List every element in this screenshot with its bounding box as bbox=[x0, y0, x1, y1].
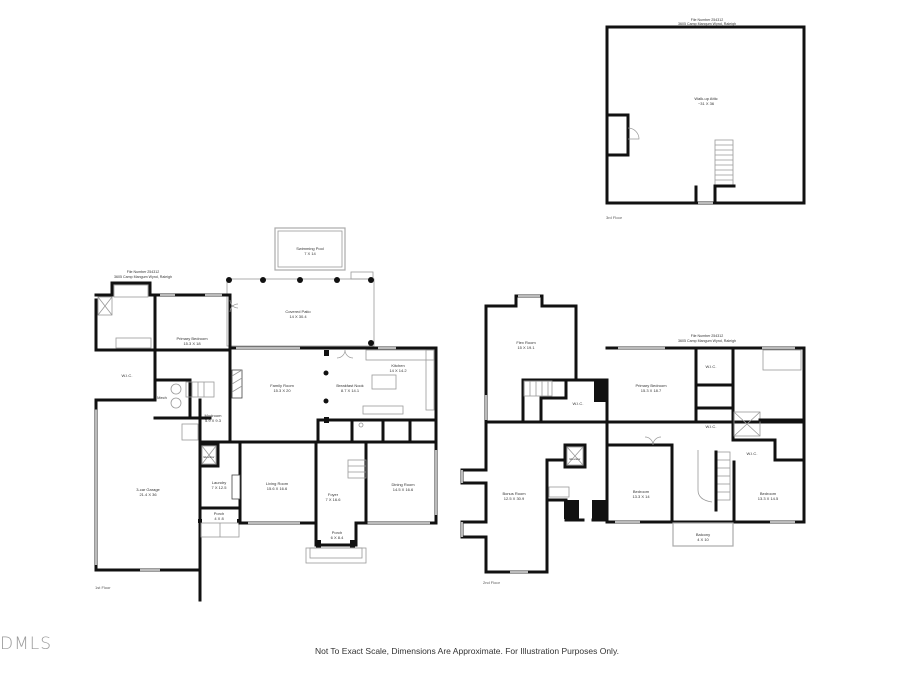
room-label: Flex Room bbox=[516, 340, 536, 345]
attic-closet-door bbox=[627, 127, 640, 140]
room-label: Porch bbox=[214, 511, 224, 516]
front-steps bbox=[305, 547, 367, 564]
room-dims: 8.7 X 14.1 bbox=[341, 388, 360, 393]
swimming-pool-inner bbox=[277, 230, 343, 268]
shower bbox=[97, 296, 113, 316]
room-label: Breakfast Nook bbox=[336, 383, 363, 388]
second-floor-plan: Flex Room 15 X 19.1 W.I.C. Elevator Bonu… bbox=[460, 294, 806, 585]
primary-shower bbox=[733, 411, 761, 437]
kitchen-island bbox=[371, 374, 397, 390]
attic-stair-wall bbox=[713, 184, 736, 205]
room-dims: 14 X 14.2 bbox=[389, 368, 407, 373]
fireplace bbox=[231, 369, 243, 399]
room-label: Bedroom bbox=[633, 489, 650, 494]
attic-stairs bbox=[714, 139, 734, 186]
bathtub bbox=[113, 284, 149, 298]
patio-step bbox=[350, 271, 374, 280]
room-label: Mech bbox=[157, 395, 167, 400]
room-label: W.I.C. bbox=[706, 364, 717, 369]
room-label: Kitchen bbox=[391, 363, 404, 368]
room-dims: 7 X 12.5 bbox=[212, 485, 228, 490]
room-label: Porch bbox=[332, 530, 342, 535]
room-label: Bonus Room bbox=[502, 491, 526, 496]
room-dims: 4 X 8 bbox=[214, 516, 224, 521]
room-label: Elevator bbox=[569, 457, 580, 461]
room-label: Foyer bbox=[328, 492, 339, 497]
second-floor-address: 3605 Camp Mangum Wynd, Raleigh bbox=[678, 339, 736, 343]
kitchen-counter-side bbox=[425, 349, 435, 411]
room-label: Covered Patio bbox=[285, 309, 311, 314]
primary-bathtub bbox=[762, 349, 802, 371]
room-label: Walk-up Attic bbox=[694, 96, 717, 101]
primary-patio-door bbox=[229, 299, 239, 313]
first-floor-address: 3605 Camp Mangum Wynd, Raleigh bbox=[114, 275, 172, 279]
kitchen-counter bbox=[365, 349, 435, 361]
room-label: Family Room bbox=[270, 383, 294, 388]
room-dims: 14.5 X 16.6 bbox=[393, 487, 414, 492]
room-dims: ~31 X 36 bbox=[698, 101, 715, 106]
first-floor-file-number: File Number 254312 bbox=[127, 270, 160, 274]
room-label: Balcony bbox=[696, 532, 710, 537]
room-dims: 6 X 8.4 bbox=[331, 535, 344, 540]
room-label: Primary Bedroom bbox=[635, 383, 667, 388]
room-dims: 7 X 14 bbox=[304, 251, 316, 256]
room-label: W.I.C. bbox=[573, 401, 584, 406]
third-floor-address: 3605 Camp Mangum Wynd, Raleigh bbox=[678, 22, 736, 26]
nook-patio-door bbox=[336, 349, 354, 359]
room-label: Swimming Pool bbox=[296, 246, 324, 251]
second-floor-file-number: File Number 254312 bbox=[691, 334, 724, 338]
room-label: Laundry bbox=[212, 480, 226, 485]
room-label: Mudroom bbox=[205, 413, 223, 418]
balcony bbox=[672, 522, 734, 547]
room-label: W.I.C. bbox=[706, 424, 717, 429]
room-dims: 4 X 10 bbox=[697, 537, 709, 542]
attic-closet bbox=[605, 113, 630, 157]
room-dims: 15.3 X 18 bbox=[183, 341, 201, 346]
room-dims: 13.3 X 14.5 bbox=[758, 496, 779, 501]
room-dims: 14 X 30.4 bbox=[289, 314, 307, 319]
attic-outline bbox=[605, 25, 806, 205]
room-dims: 12.5 X 30.9 bbox=[504, 496, 525, 501]
room-dims: 15.3 X 20 bbox=[273, 388, 291, 393]
foyer-stairs bbox=[347, 459, 367, 479]
room-label: Elevator bbox=[203, 455, 214, 459]
room-label: W.I.C. bbox=[747, 451, 758, 456]
room-label: Primary Bedroom bbox=[176, 336, 208, 341]
first-floor-label: 1st Floor bbox=[95, 585, 111, 590]
room-dims: 13.3 X 14 bbox=[632, 494, 650, 499]
third-floor-label: 3rd Floor bbox=[606, 215, 623, 220]
room-dims: 21.4 X 36 bbox=[139, 492, 157, 497]
third-floor-file-number: File Number 254312 bbox=[691, 18, 724, 22]
room-dims: 5.9 X 9.3 bbox=[205, 418, 222, 423]
room-label: Dining Room bbox=[391, 482, 415, 487]
room-label: Bedroom bbox=[760, 491, 777, 496]
room-dims: 15.3 X 18.7 bbox=[641, 388, 662, 393]
room-label: Living Room bbox=[266, 481, 289, 486]
vanity bbox=[115, 337, 152, 349]
third-floor-plan: File Number 254312 3605 Camp Mangum Wynd… bbox=[605, 18, 806, 220]
room-label: 3-car Garage bbox=[136, 487, 160, 492]
room-dims: 15 X 19.1 bbox=[517, 345, 535, 350]
disclaimer-text: Not To Exact Scale, Dimensions Are Appro… bbox=[315, 646, 619, 656]
mls-logo: DMLS bbox=[0, 634, 53, 654]
room-label: W.I.C. bbox=[122, 373, 133, 378]
room-dims: 7 X 16.6 bbox=[326, 497, 342, 502]
first-floor-plan: File Number 254312 3605 Camp Mangum Wynd… bbox=[94, 227, 438, 602]
room-dims: 15.6 X 16.6 bbox=[267, 486, 288, 491]
second-floor-label: 2nd Floor bbox=[483, 580, 501, 585]
swimming-pool bbox=[274, 227, 346, 271]
